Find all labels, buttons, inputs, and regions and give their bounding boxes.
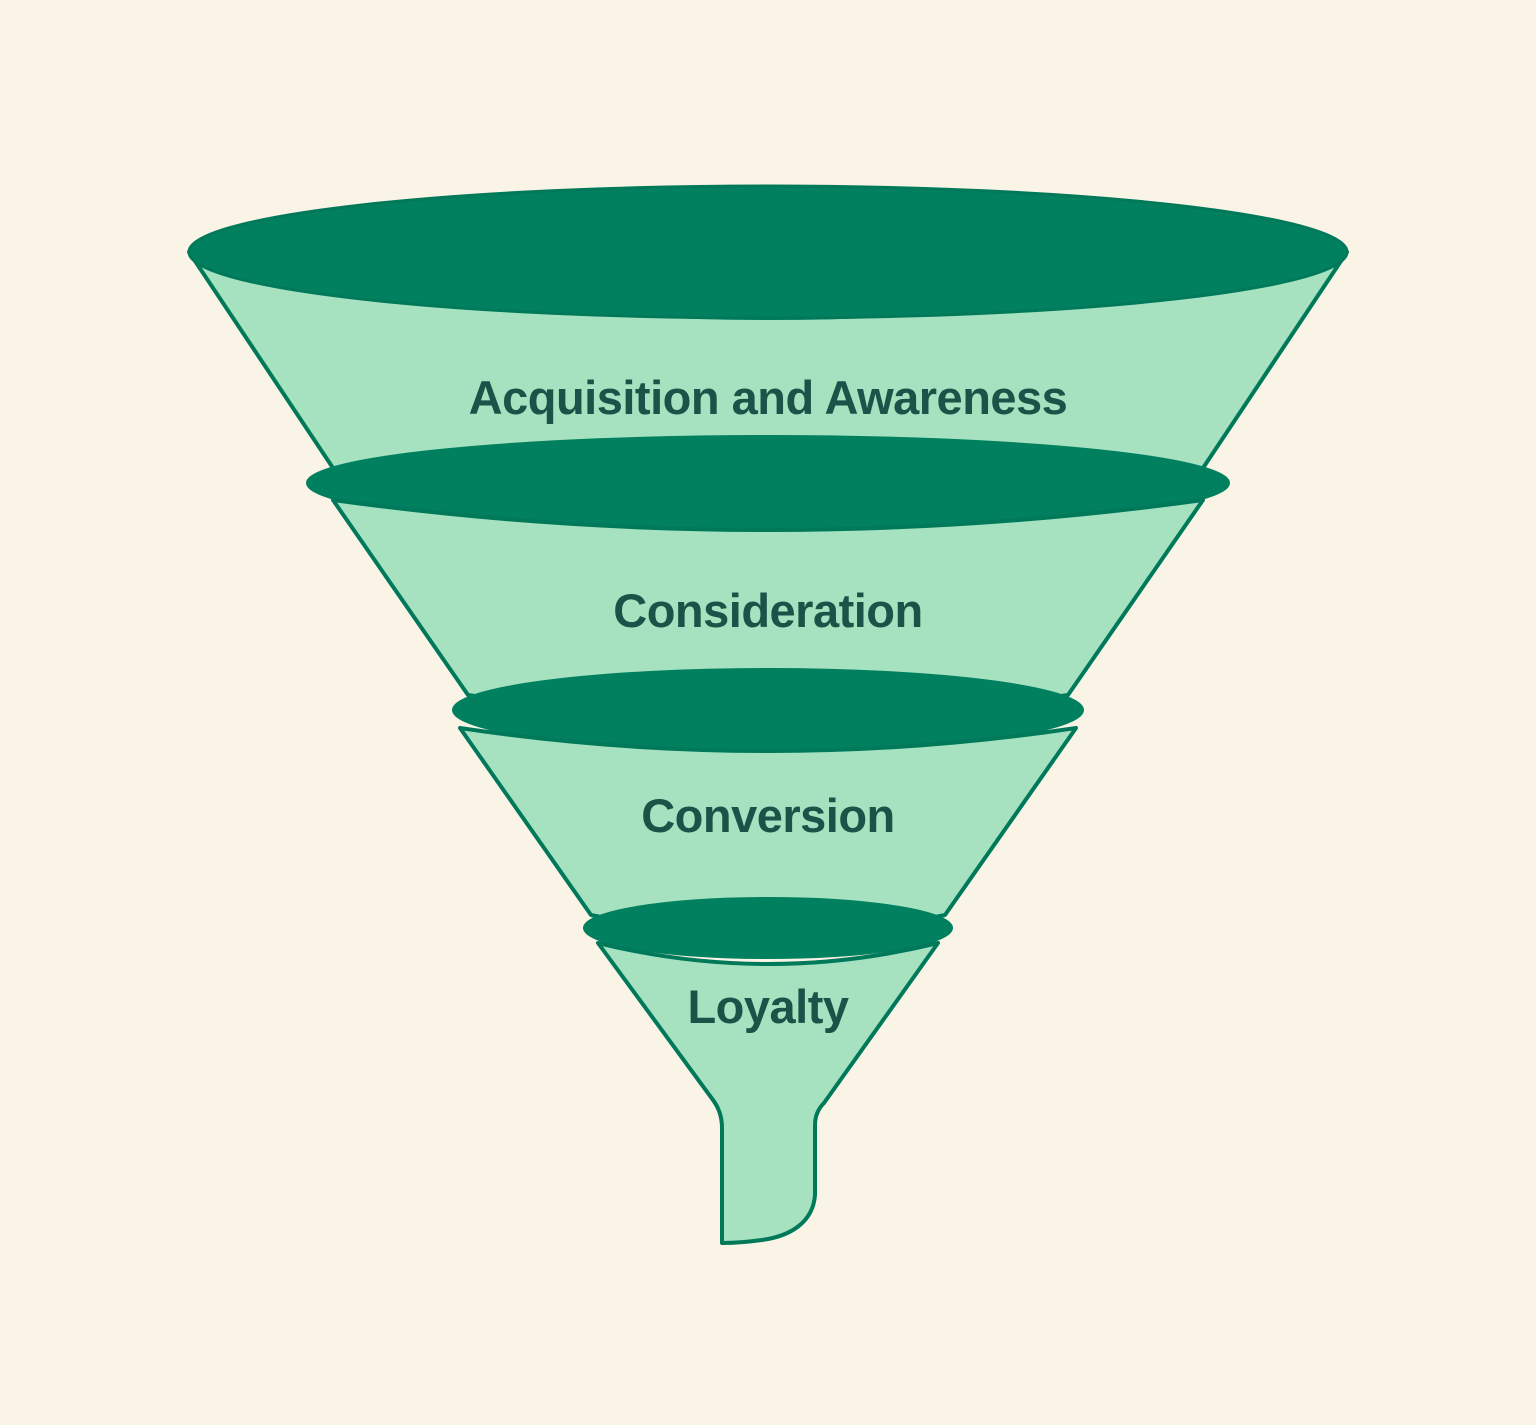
funnel-opening-ellipse bbox=[187, 184, 1349, 320]
funnel-stage-conversion-label: Conversion bbox=[641, 789, 895, 842]
funnel-stage-loyalty-shape bbox=[596, 941, 940, 1245]
funnel-stage-acquisition-label: Acquisition and Awareness bbox=[469, 371, 1068, 424]
funnel-stage-loyalty-label: Loyalty bbox=[687, 980, 848, 1033]
funnel-ring-3 bbox=[583, 897, 953, 959]
funnel-stage-consideration-label: Consideration bbox=[613, 584, 922, 637]
